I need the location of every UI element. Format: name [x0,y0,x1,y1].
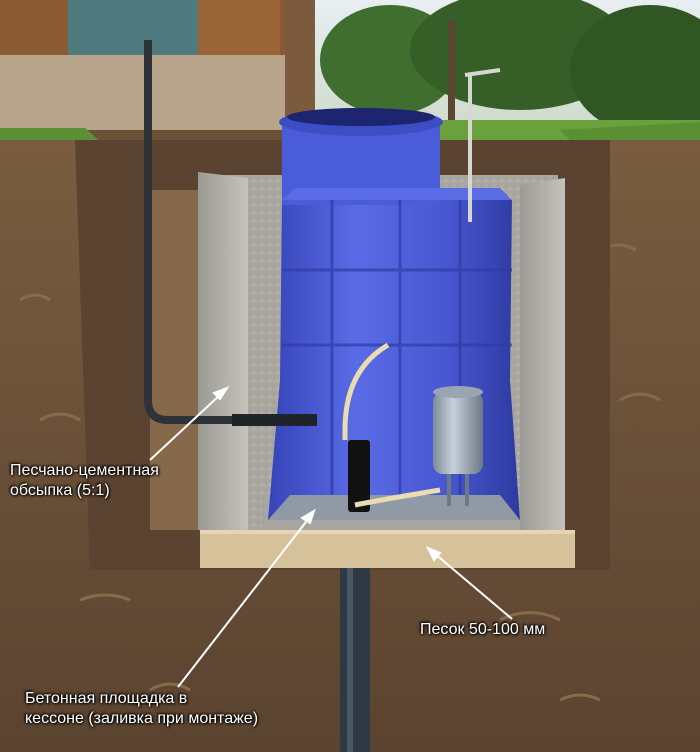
caisson-floor [268,495,520,520]
soil-texture [19,243,661,702]
tank-leg [465,474,469,506]
hose [354,487,441,508]
caisson-neck [282,125,440,205]
pointer-concrete [177,508,316,688]
tank-leg [447,474,451,506]
label-concrete-pad: Бетонная площадка в кессоне (заливка при… [25,689,258,729]
label-line: Песчано-цементная [10,462,159,479]
pointer-sand [425,546,513,620]
label-line: кессоне (заливка при монтаже) [25,710,259,727]
downpipe-cylinder [68,0,198,55]
right-wall [520,178,565,530]
label-sand-cement-backfill: Песчано-цементная обсыпка (5:1) [10,461,159,501]
pump [348,440,370,512]
sand-layer [200,530,575,568]
caisson-shoulder [282,188,512,200]
house-post [285,0,315,120]
house-supply-pipe [144,40,232,424]
left-wall [198,172,248,530]
caisson-body [268,200,520,520]
label-line: обсыпка (5:1) [10,482,110,499]
pointer-sand-cement [149,385,230,461]
label-sand-layer: Песок 50-100 мм [420,620,545,640]
label-line: Бетонная площадка в [25,690,188,707]
accumulator-tank [433,392,483,474]
caisson-ribs [282,200,512,520]
label-line: Песок 50-100 мм [420,621,546,638]
tree-trunk [448,20,455,150]
inlet-pipe [232,414,317,426]
downpipe [464,68,501,77]
hose [342,342,390,440]
well-casing [340,568,370,752]
tree-canopy [570,5,700,135]
